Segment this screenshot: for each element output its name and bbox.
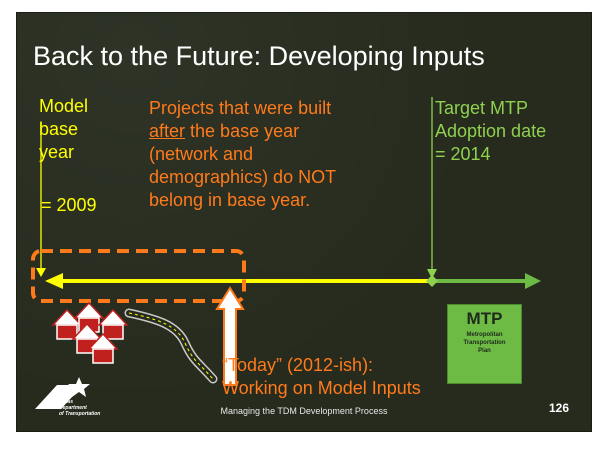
- model-base-year-label: Model base year: [39, 95, 88, 164]
- page-number: 126: [549, 401, 570, 415]
- timeline-left-arrowhead: [45, 273, 63, 289]
- dashed-base-year-box: [31, 249, 246, 303]
- mtp-subtitle-line-3: Plan: [478, 348, 491, 354]
- model-base-year-line-1: Model: [39, 96, 89, 116]
- projects-note-line-3: (network and: [149, 144, 254, 164]
- projects-note-line-1: Projects that were built: [149, 98, 332, 118]
- projects-note-line-2: after the base year: [149, 120, 336, 143]
- houses-icon: [51, 301, 129, 364]
- timeline-target-marker: [426, 275, 438, 287]
- txdot-logo-text: Texas Department of Transportation: [59, 399, 100, 417]
- target-line-3: = 2014: [435, 144, 491, 164]
- mtp-box: MTP Metropolitan Transportation Plan: [447, 304, 522, 384]
- base-year-value: = 2009: [41, 195, 97, 215]
- footer: Managing the TDM Development Process: [220, 406, 388, 416]
- mtp-box-title: MTP: [466, 309, 503, 328]
- model-base-year-line-2: base: [39, 119, 79, 139]
- slide-title: Back to the Future: Developing Inputs: [33, 41, 485, 71]
- target-leader-arrowhead: [427, 269, 437, 279]
- timeline-graphic: [31, 97, 541, 409]
- target-line-2: Adoption date: [435, 121, 547, 141]
- target-line-1: Target MTP: [435, 98, 529, 118]
- up-arrow-icon: [215, 286, 245, 386]
- target-mtp-label: Target MTP Adoption date = 2014: [435, 97, 546, 166]
- projects-note-line-4: demographics) do NOT: [149, 167, 337, 187]
- today-line-2: Working on Model Inputs: [222, 378, 421, 398]
- after-underlined: after: [149, 121, 186, 141]
- road-icon: [124, 308, 218, 384]
- txdot-logo-icon: [35, 377, 90, 409]
- projects-note-line-2-rest: the base year: [185, 121, 300, 141]
- logo-text-line-2: Department: [59, 405, 87, 411]
- slide: Back to the Future: Developing Inputs Mo…: [16, 12, 592, 432]
- today-line-1: “Today” (2012-ish):: [222, 355, 374, 375]
- timeline-right-arrowhead: [525, 273, 541, 289]
- mtp-subtitle-line-1: Metropolitan: [466, 332, 503, 338]
- projects-note: Projects that were built after the base …: [149, 97, 336, 212]
- today-label: “Today” (2012-ish): Working on Model Inp…: [222, 354, 421, 400]
- logo-text-line-1: Texas: [59, 399, 73, 405]
- logo-text-line-3: of Transportation: [59, 411, 101, 417]
- mtp-box-subtitle: Metropolitan Transportation Plan: [448, 331, 521, 355]
- mtp-subtitle-line-2: Transportation: [463, 340, 506, 346]
- projects-note-line-5: belong in base year.: [149, 190, 311, 210]
- model-base-year-line-3: year: [39, 142, 75, 162]
- base-year-leader-arrowhead: [36, 268, 46, 277]
